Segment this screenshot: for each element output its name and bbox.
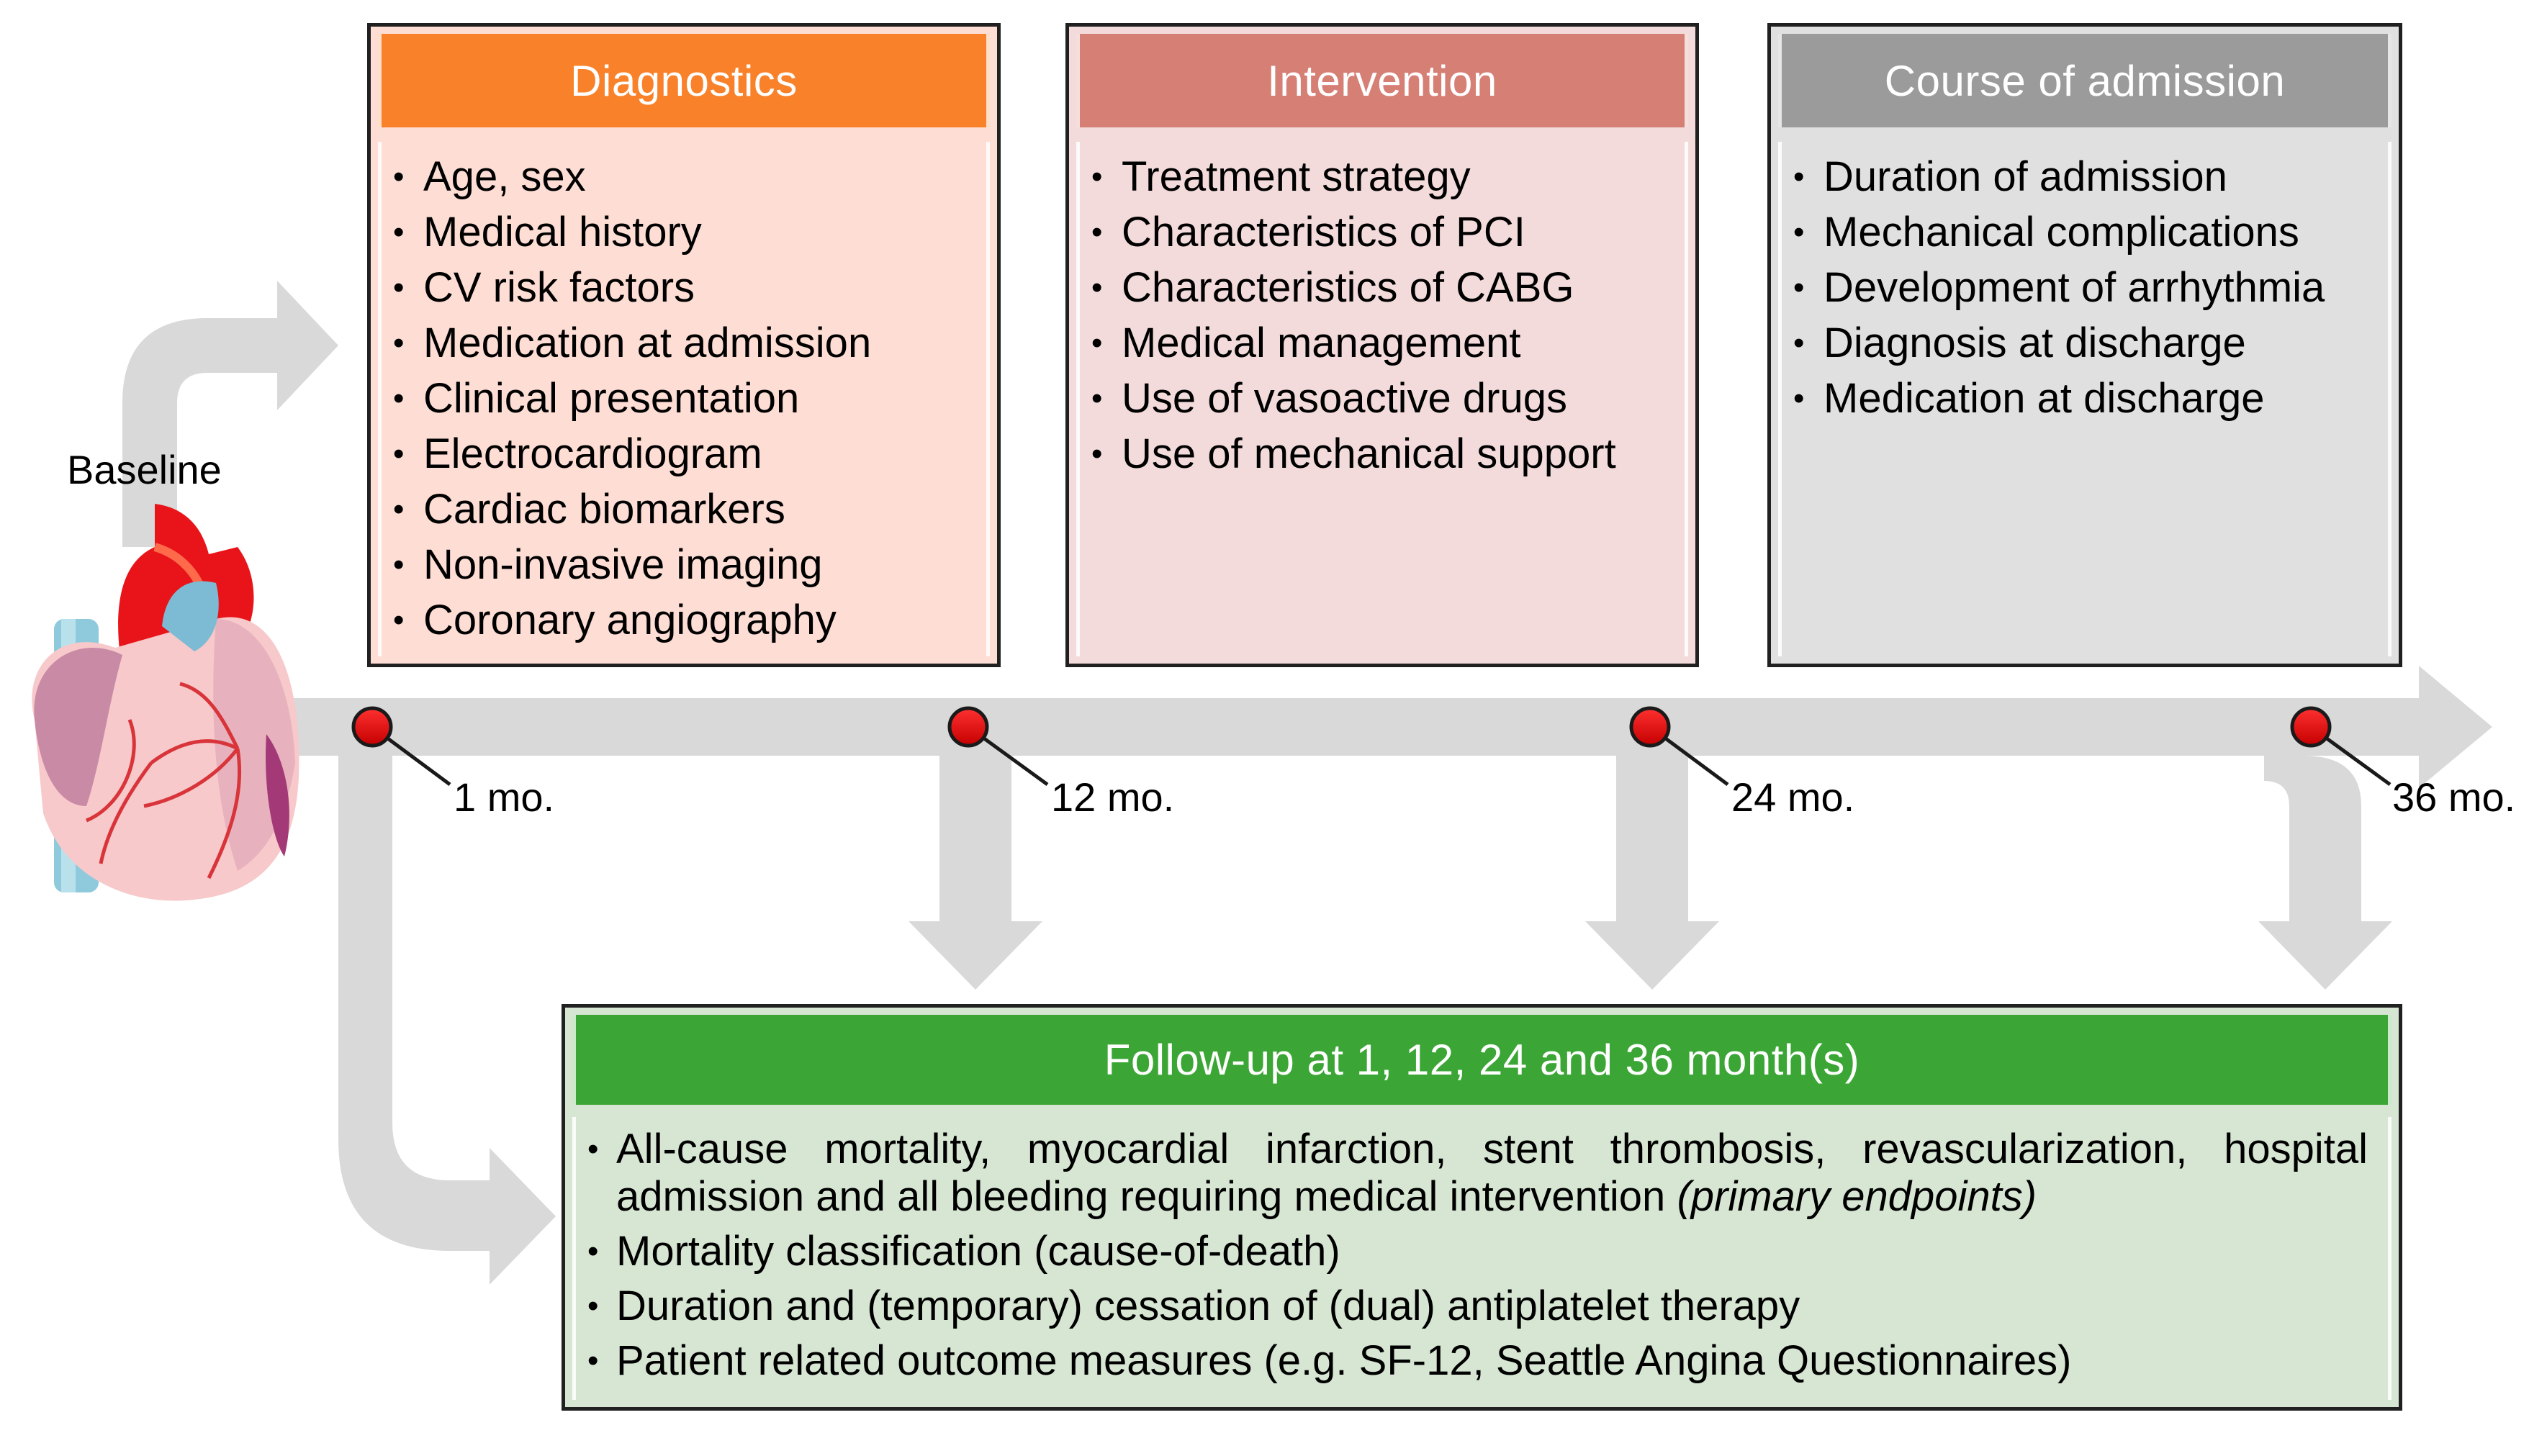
course-item: Diagnosis at discharge bbox=[1792, 315, 2388, 371]
diagnostics-item: Non-invasive imaging bbox=[392, 537, 986, 592]
intervention-title: Intervention bbox=[1076, 34, 1688, 127]
down-arrow-24mo bbox=[1585, 756, 1719, 990]
baseline-label: Baseline bbox=[67, 447, 222, 492]
followup-item: Mortality classification (cause-of-death… bbox=[586, 1228, 2368, 1275]
intervention-box: Intervention Treatment strategy Characte… bbox=[1065, 23, 1699, 667]
course-of-admission-body: Duration of admission Mechanical complic… bbox=[1778, 142, 2392, 656]
diagnostics-item: Cardiac biomarkers bbox=[392, 481, 986, 537]
primary-endpoints-note: (primary endpoints) bbox=[1677, 1173, 2037, 1220]
timepoint-label-12mo: 12 mo. bbox=[1051, 774, 1175, 820]
timepoint-label-24mo: 24 mo. bbox=[1731, 774, 1855, 820]
course-item: Development of arrhythmia bbox=[1792, 260, 2388, 315]
diagnostics-item: Medical history bbox=[392, 204, 986, 260]
diagnostics-box: Diagnostics Age, sex Medical history CV … bbox=[367, 23, 1001, 667]
followup-item-text: All-cause mortality, myocardial infarcti… bbox=[616, 1126, 2368, 1220]
intervention-list: Treatment strategy Characteristics of PC… bbox=[1090, 149, 1685, 481]
timepoint-label-36mo: 36 mo. bbox=[2392, 774, 2516, 820]
diagnostics-item: CV risk factors bbox=[392, 260, 986, 315]
baseline-to-diagnostics-arrow bbox=[122, 281, 338, 547]
course-item: Mechanical complications bbox=[1792, 204, 2388, 260]
intervention-item: Medical management bbox=[1090, 315, 1685, 371]
followup-box: Follow-up at 1, 12, 24 and 36 month(s) A… bbox=[562, 1004, 2402, 1411]
followup-item: All-cause mortality, myocardial infarcti… bbox=[586, 1126, 2368, 1221]
intervention-item: Characteristics of PCI bbox=[1090, 204, 1685, 260]
course-item: Medication at discharge bbox=[1792, 371, 2388, 426]
diagnostics-title: Diagnostics bbox=[378, 34, 990, 127]
diagnostics-item: Medication at admission bbox=[392, 315, 986, 371]
diagnostics-item: Coronary angiography bbox=[392, 592, 986, 648]
diagnostics-body: Age, sex Medical history CV risk factors… bbox=[378, 142, 990, 656]
diagnostics-item: Age, sex bbox=[392, 149, 986, 204]
intervention-body: Treatment strategy Characteristics of PC… bbox=[1076, 142, 1688, 656]
intervention-item: Treatment strategy bbox=[1090, 149, 1685, 204]
intervention-item: Use of mechanical support bbox=[1090, 426, 1685, 481]
followup-item: Patient related outcome measures (e.g. S… bbox=[586, 1337, 2368, 1385]
intervention-item: Use of vasoactive drugs bbox=[1090, 371, 1685, 426]
intervention-item: Characteristics of CABG bbox=[1090, 260, 1685, 315]
followup-title: Follow-up at 1, 12, 24 and 36 month(s) bbox=[572, 1015, 2392, 1105]
timepoint-label-1mo: 1 mo. bbox=[454, 774, 555, 820]
followup-body: All-cause mortality, myocardial infarcti… bbox=[572, 1117, 2392, 1400]
timepoint-marker-24mo bbox=[1629, 706, 1671, 748]
diagnostics-item: Clinical presentation bbox=[392, 371, 986, 426]
down-arrow-12mo bbox=[909, 756, 1042, 990]
followup-item: Duration and (temporary) cessation of (d… bbox=[586, 1283, 2368, 1330]
course-of-admission-box: Course of admission Duration of admissio… bbox=[1767, 23, 2402, 667]
diagnostics-item: Electrocardiogram bbox=[392, 426, 986, 481]
course-of-admission-list: Duration of admission Mechanical complic… bbox=[1792, 149, 2388, 426]
timepoint-marker-1mo bbox=[351, 706, 393, 748]
course-item: Duration of admission bbox=[1792, 149, 2388, 204]
timepoint-marker-12mo bbox=[947, 706, 989, 748]
heart-icon bbox=[32, 504, 299, 901]
timeline-to-followup-arrow bbox=[338, 720, 556, 1285]
down-arrow-36mo bbox=[2258, 727, 2392, 990]
course-of-admission-title: Course of admission bbox=[1778, 34, 2392, 127]
diagnostics-list: Age, sex Medical history CV risk factors… bbox=[392, 149, 986, 648]
followup-list: All-cause mortality, myocardial infarcti… bbox=[586, 1126, 2368, 1385]
main-timeline-arrow bbox=[216, 666, 2492, 788]
timepoint-marker-36mo bbox=[2290, 706, 2332, 748]
